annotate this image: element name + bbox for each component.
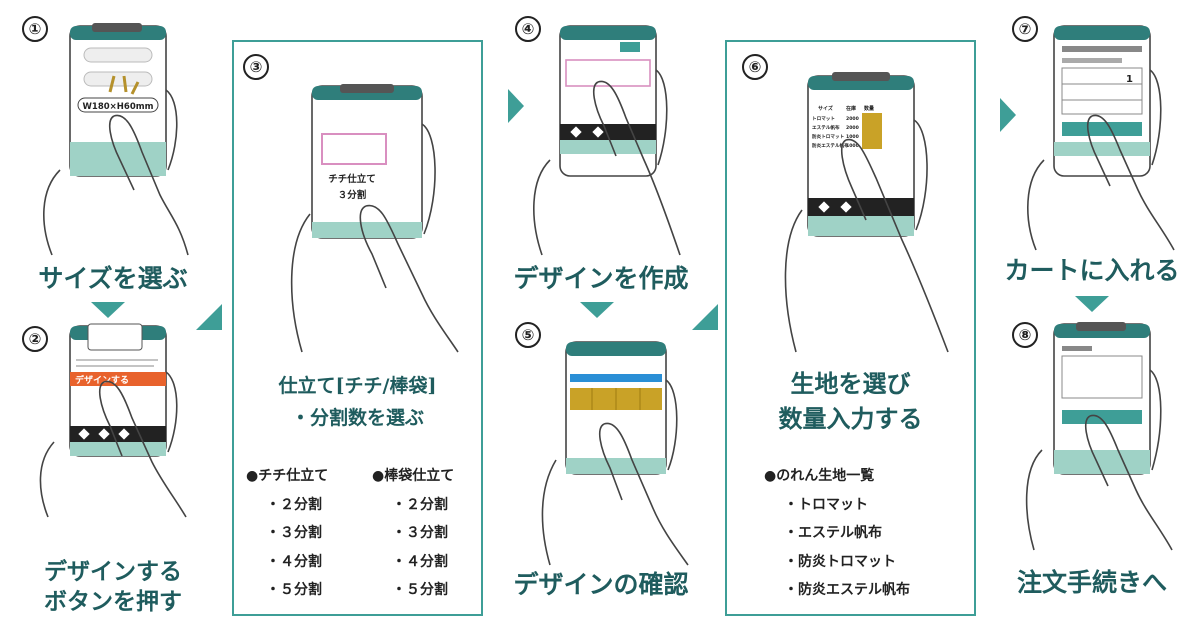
step6-title-line1: 生地を選び (790, 369, 911, 398)
step6-title: 生地を選び 数量入力する (725, 366, 976, 436)
table-cell: 防炎トロマット (812, 133, 844, 140)
table-cell: 2000 (846, 116, 859, 122)
step7-phone-illustration: 1 (1027, 25, 1175, 251)
list-item: 防炎トロマット (764, 548, 910, 577)
step-number-5: ⑤ (515, 322, 541, 348)
step6-phone-illustration: サイズ 在庫 数量 トロマット 2000 エステル帆布 2000 防炎トロマット… (784, 72, 949, 353)
step2-title: デザインする ボタンを押す (8, 557, 218, 617)
table-header: 数量 (864, 105, 874, 112)
step-number-7: ⑦ (1012, 16, 1038, 42)
list-item: ２分割 (372, 491, 454, 520)
list-item: ５分割 (372, 576, 454, 605)
list-item: ５分割 (246, 576, 328, 605)
table-cell: 1000 (846, 134, 859, 140)
step-number-3: ③ (243, 54, 269, 80)
step4-title: デザインを作成 (513, 264, 689, 293)
step-number-2: ② (22, 326, 48, 352)
size-label: W180×H60mm (83, 102, 154, 112)
arrow-3-to-4 (508, 89, 524, 123)
arrow-2-to-3 (196, 304, 222, 330)
arrow-7-to-8 (1075, 296, 1109, 312)
step2-title-line1: デザインする (44, 558, 182, 585)
table-header: 在庫 (846, 105, 856, 112)
step8-phone-illustration (1025, 322, 1173, 551)
list-item: ３分割 (246, 519, 328, 548)
screen-chichi-label: チチ仕立て (328, 173, 376, 185)
step6-title-line2: 数量入力する (778, 404, 923, 433)
step-number-4: ④ (515, 16, 541, 42)
step3-title-line2: ・分割数を選ぶ (290, 407, 424, 429)
step-number-1: ① (22, 16, 48, 42)
design-button[interactable]: デザインする (75, 374, 129, 386)
step3-list-chichi: チチ仕立て ２分割 ３分割 ４分割 ５分割 (246, 462, 328, 605)
step2-title-line2: ボタンを押す (44, 588, 182, 615)
step7-title: カートに入れる (1004, 256, 1180, 285)
step2-phone-illustration: デザインする (39, 323, 187, 518)
table-cell: 防炎エステル帆布 (812, 142, 849, 149)
list-heading: 棒袋仕立て (372, 462, 454, 491)
list-heading: チチ仕立て (246, 462, 328, 491)
table-header: サイズ (818, 105, 833, 112)
table-cell: 1000 (846, 143, 859, 149)
step3-title-line1: 仕立て[チチ/棒袋] (278, 375, 437, 397)
table-cell: 2000 (846, 125, 859, 131)
list-item: ３分割 (372, 519, 454, 548)
step3-phone-illustration: チチ仕立て ３分割 (290, 84, 459, 353)
list-item: ２分割 (246, 491, 328, 520)
list-item: ４分割 (372, 548, 454, 577)
step1-phone-illustration: W180×H60mm (43, 23, 189, 256)
arrow-1-to-2 (91, 302, 125, 318)
arrow-5-to-6 (692, 304, 718, 330)
step5-title: デザインの確認 (513, 570, 689, 599)
screen-split-label: ３分割 (338, 189, 367, 201)
step4-phone-illustration (533, 25, 681, 256)
step6-fabric-list: のれん生地一覧 トロマット エステル帆布 防炎トロマット 防炎エステル帆布 (764, 462, 910, 605)
list-item: ４分割 (246, 548, 328, 577)
step-number-8: ⑧ (1012, 322, 1038, 348)
table-cell: エステル帆布 (812, 124, 840, 131)
step8-title: 注文手続きへ (1016, 568, 1167, 597)
arrow-4-to-5 (580, 302, 614, 318)
step5-phone-illustration (541, 341, 689, 566)
cart-quantity[interactable]: 1 (1126, 74, 1133, 85)
step-number-6: ⑥ (742, 54, 768, 80)
table-cell: トロマット (812, 116, 835, 122)
list-item: 防炎エステル帆布 (764, 576, 910, 605)
step3-title: 仕立て[チチ/棒袋] ・分割数を選ぶ (232, 370, 483, 434)
list-heading: のれん生地一覧 (764, 462, 910, 491)
list-item: トロマット (764, 491, 910, 520)
step1-title: サイズを選ぶ (38, 264, 188, 293)
list-item: エステル帆布 (764, 519, 910, 548)
step3-list-boubukuro: 棒袋仕立て ２分割 ３分割 ４分割 ５分割 (372, 462, 454, 605)
arrow-6-to-7 (1000, 98, 1016, 132)
